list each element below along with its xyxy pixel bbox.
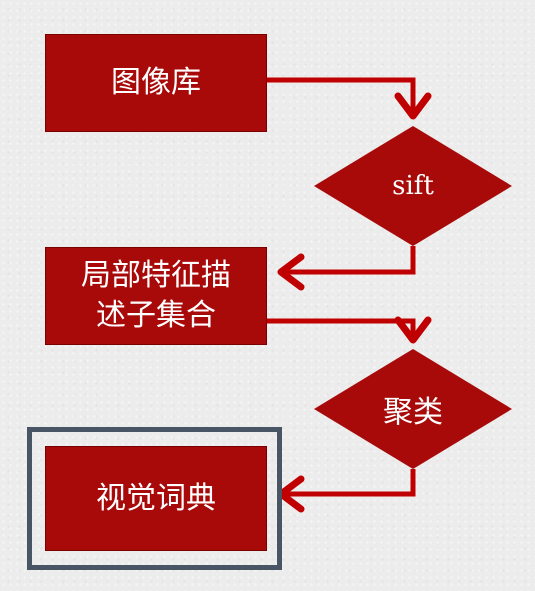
visual-dictionary-highlight-frame [27,427,282,570]
sift-text: sift [392,171,434,201]
clustering-label: 聚类 [353,388,473,430]
arrow-image-library-to-sift [267,77,432,120]
arrow-local-features-to-clustering [267,316,432,344]
local-feature-label-line2: 述子集合 [96,298,216,333]
visual-dictionary-node[interactable]: 视觉词典 [45,446,267,551]
sift-diamond[interactable] [314,126,512,246]
clustering-text: 聚类 [383,395,443,430]
clustering-diamond[interactable] [314,349,512,469]
sift-label: sift [353,166,473,206]
image-library-label: 图像库 [111,65,201,100]
local-feature-label-line1: 局部特征描 [81,258,231,293]
arrow-sift-to-local-features [277,246,416,291]
visual-dictionary-label: 视觉词典 [96,480,216,516]
arrow-clustering-to-visual-dictionary [277,469,416,513]
local-feature-descriptors-node[interactable]: 局部特征描 述子集合 [45,247,267,345]
image-library-node[interactable]: 图像库 [45,34,267,132]
